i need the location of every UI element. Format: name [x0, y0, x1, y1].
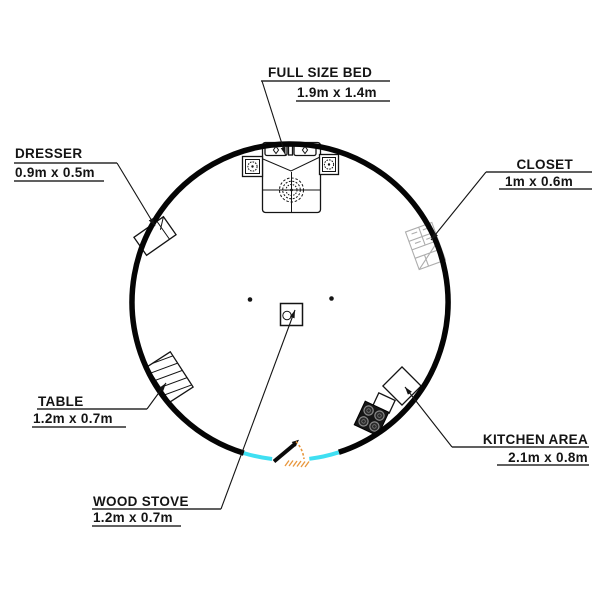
leader-closet	[430, 171, 487, 241]
full-size-bed-symbol	[261, 141, 322, 214]
bed-medallion-icon	[279, 177, 304, 203]
callout-closet-dimensions: 1m x 0.6m	[505, 174, 573, 189]
roof-post-left	[247, 297, 253, 302]
yurt-wall	[129, 141, 451, 456]
callout-full-size-bed: FULL SIZE BED 1.9m x 1.4m	[261, 65, 390, 102]
callout-table: TABLE 1.2m x 0.7m	[32, 394, 147, 428]
callout-wood-stove-dimensions: 1.2m x 0.7m	[93, 510, 173, 525]
cooktop-icon	[353, 400, 390, 437]
callout-dresser-dimensions: 0.9m x 0.5m	[15, 165, 95, 180]
entry-accent-left	[243, 451, 273, 461]
callout-wood-stove: WOOD STOVE 1.2m x 0.7m	[92, 494, 221, 527]
callout-table-label: TABLE	[38, 394, 84, 409]
pillow-left-star-icon	[272, 145, 280, 155]
callout-bed-dimensions: 1.9m x 1.4m	[297, 85, 377, 100]
leader-table	[146, 382, 167, 410]
callout-closet-label: CLOSET	[516, 157, 573, 172]
entry-accent-right	[309, 450, 340, 461]
nightstand-right	[318, 153, 340, 176]
entry-threshold-hatch	[284, 460, 310, 468]
leader-bed	[261, 80, 287, 156]
door-leaf	[272, 441, 297, 464]
leader-kitchen	[404, 386, 453, 448]
callout-dresser: DRESSER 0.9m x 0.5m	[14, 146, 117, 182]
pillow-gap-tab	[287, 145, 294, 156]
pillow-right-star-icon	[301, 145, 309, 155]
callout-dresser-label: DRESSER	[15, 146, 82, 161]
callout-closet: CLOSET 1m x 0.6m	[486, 157, 592, 190]
leader-dresser	[116, 162, 156, 227]
bed-blanket-fold	[262, 156, 321, 172]
callout-bed-label: FULL SIZE BED	[268, 65, 372, 80]
table-hatch	[146, 351, 194, 403]
door-leaf-tip	[291, 439, 299, 447]
callout-kitchen-label: KITCHEN AREA	[483, 432, 588, 447]
nightstand-left	[241, 155, 264, 178]
callout-wood-stove-label: WOOD STOVE	[93, 494, 189, 509]
entry-door	[272, 439, 310, 468]
callout-kitchen-area: KITCHEN AREA 2.1m x 0.8m	[452, 432, 589, 466]
roof-post-right	[329, 296, 334, 301]
wood-stove-symbol	[279, 302, 304, 327]
door-swing-arc	[295, 440, 305, 460]
leader-wood-stove	[220, 309, 296, 510]
callout-table-dimensions: 1.2m x 0.7m	[33, 411, 113, 426]
callout-kitchen-dimensions: 2.1m x 0.8m	[508, 450, 588, 465]
